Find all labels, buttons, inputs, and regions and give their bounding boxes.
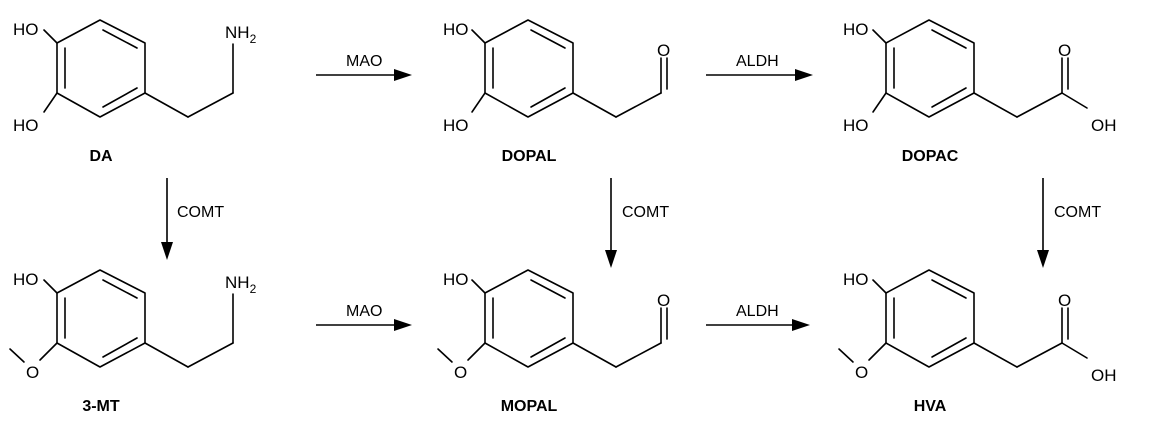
hydroxyl-4: HO bbox=[843, 20, 869, 39]
amino-subscript: 2 bbox=[250, 32, 257, 46]
ethylamine-chain bbox=[187, 43, 234, 118]
compound-dopal: HO HO O bbox=[443, 19, 670, 135]
amino-group: NH bbox=[225, 23, 250, 42]
svg-text:NH2: NH2 bbox=[225, 273, 257, 296]
compound-3mt: HO O NH2 bbox=[9, 269, 257, 382]
arrow-3mt-to-mopal: MAO bbox=[316, 303, 412, 331]
hydroxyl-4: HO bbox=[443, 20, 469, 39]
amino-subscript: 2 bbox=[250, 282, 257, 296]
amino-group: NH bbox=[225, 273, 250, 292]
compound-dopac: HO HO O OH bbox=[843, 19, 1117, 135]
enzyme-label-aldh: ALDH bbox=[736, 53, 779, 70]
aldehyde-chain bbox=[615, 57, 668, 118]
compound-mopal: HO O O bbox=[437, 269, 670, 382]
catechol-ring bbox=[43, 19, 189, 118]
carbonyl-oxygen: O bbox=[1058, 291, 1071, 310]
arrow-mopal-to-hva: ALDH bbox=[706, 303, 810, 331]
arrow-dopac-to-hva: COMT bbox=[1037, 178, 1101, 268]
enzyme-label-mao: MAO bbox=[346, 53, 382, 70]
compound-da: HO HO NH2 bbox=[13, 19, 257, 135]
acid-hydroxyl: OH bbox=[1091, 116, 1117, 135]
enzyme-label-aldh: ALDH bbox=[736, 303, 779, 320]
enzyme-label-comt: COMT bbox=[177, 204, 224, 221]
compound-label-hva: HVA bbox=[914, 398, 947, 415]
hydroxyl-4: HO bbox=[13, 20, 39, 39]
methoxy-oxygen: O bbox=[855, 363, 868, 382]
enzyme-label-mao: MAO bbox=[346, 303, 382, 320]
methoxy-oxygen: O bbox=[26, 363, 39, 382]
arrow-dopal-to-dopac: ALDH bbox=[706, 53, 813, 81]
hydroxyl-3: HO bbox=[843, 116, 869, 135]
hydroxyl-3: HO bbox=[443, 116, 469, 135]
catechol-ring bbox=[471, 19, 617, 118]
carboxylic-acid-chain bbox=[1016, 57, 1088, 118]
enzyme-label-comt: COMT bbox=[622, 204, 669, 221]
arrow-da-to-3mt: COMT bbox=[161, 178, 224, 260]
compound-label-dopal: DOPAL bbox=[502, 148, 557, 165]
compound-label-3mt: 3-MT bbox=[82, 398, 120, 415]
svg-text:NH2: NH2 bbox=[225, 23, 257, 46]
ethylamine-chain bbox=[187, 293, 234, 368]
carbonyl-oxygen: O bbox=[657, 291, 670, 310]
aldehyde-chain bbox=[615, 307, 668, 368]
enzyme-label-comt: COMT bbox=[1054, 204, 1101, 221]
catechol-ring bbox=[872, 19, 1018, 118]
carbonyl-oxygen: O bbox=[1058, 41, 1071, 60]
carbonyl-oxygen: O bbox=[657, 41, 670, 60]
compound-label-da: DA bbox=[89, 148, 113, 165]
compound-label-dopac: DOPAC bbox=[902, 148, 959, 165]
arrow-dopal-to-mopal: COMT bbox=[605, 178, 669, 268]
hydroxyl-4: HO bbox=[443, 270, 469, 289]
compound-label-mopal: MOPAL bbox=[501, 398, 558, 415]
arrow-da-to-dopal: MAO bbox=[316, 53, 412, 81]
compound-hva: HO O O OH bbox=[838, 269, 1117, 385]
hydroxyl-3: HO bbox=[13, 116, 39, 135]
hydroxyl-4: HO bbox=[843, 270, 869, 289]
carboxylic-acid-chain bbox=[1016, 307, 1088, 368]
hydroxyl-4: HO bbox=[13, 270, 39, 289]
acid-hydroxyl: OH bbox=[1091, 366, 1117, 385]
methoxy-oxygen: O bbox=[454, 363, 467, 382]
